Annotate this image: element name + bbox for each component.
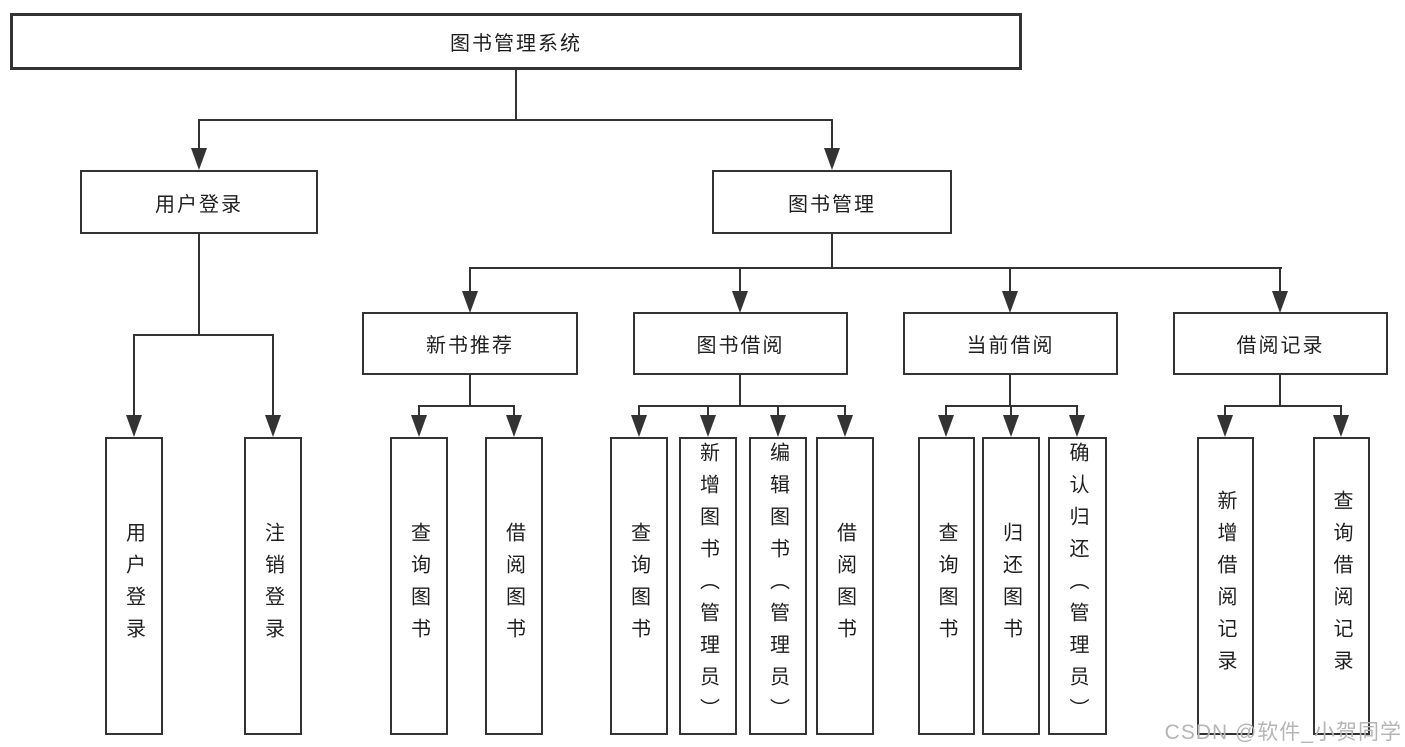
connector-line — [272, 334, 274, 416]
csdn-watermark: CSDN @软件_小贺同学 — [1164, 721, 1402, 744]
arrow-down-icon — [837, 415, 853, 437]
leaf-return-books: 归还图书 — [982, 437, 1040, 735]
leaf-borrow-books: 借阅图书 — [816, 437, 874, 735]
arrow-down-icon — [631, 415, 647, 437]
arrow-down-icon — [1217, 415, 1233, 437]
leaf-user-login: 用户登录 — [105, 437, 163, 735]
node-user-login-branch: 用户登录 — [80, 170, 318, 234]
connector-line — [1340, 405, 1342, 417]
arrow-down-icon — [1272, 291, 1288, 313]
connector-line — [1010, 405, 1012, 417]
connector-line — [1224, 405, 1226, 417]
arrow-down-icon — [1002, 291, 1018, 313]
arrow-down-icon — [824, 148, 840, 170]
leaf-add-borrow-record: 新增借阅记录 — [1197, 437, 1254, 735]
leaf-add-books-admin: 新增图书（管理员） — [679, 437, 737, 735]
connector-line — [133, 334, 135, 416]
connector-line — [844, 405, 846, 417]
arrow-down-icon — [411, 415, 427, 437]
connector-line — [198, 234, 200, 335]
connector-line — [418, 405, 515, 407]
connector-line — [198, 119, 200, 153]
connector-line — [945, 405, 947, 417]
node-book-management-branch: 图书管理 — [712, 170, 952, 234]
arrow-down-icon — [1069, 415, 1085, 437]
arrow-down-icon — [506, 415, 522, 437]
arrow-down-icon — [770, 415, 786, 437]
arrow-down-icon — [191, 148, 207, 170]
connector-line — [1279, 267, 1281, 293]
arrow-down-icon — [1003, 415, 1019, 437]
arrow-down-icon — [732, 291, 748, 313]
connector-line — [707, 405, 709, 417]
connector-line — [469, 375, 471, 406]
connector-line — [513, 405, 515, 417]
node-root-library-system: 图书管理系统 — [10, 13, 1022, 70]
connector-line — [469, 267, 1282, 269]
connector-line — [638, 405, 640, 417]
node-current-borrowing: 当前借阅 — [903, 312, 1118, 375]
node-book-borrowing: 图书借阅 — [633, 312, 848, 375]
connector-line — [418, 405, 420, 417]
connector-line — [1009, 375, 1011, 406]
connector-line — [831, 234, 833, 268]
connector-line — [199, 119, 833, 121]
leaf-query-books-recommend: 查询图书 — [390, 437, 448, 735]
connector-line — [831, 119, 833, 153]
connector-line — [133, 334, 274, 336]
arrow-down-icon — [126, 415, 142, 437]
arrow-down-icon — [265, 415, 281, 437]
leaf-query-books-current: 查询图书 — [918, 437, 975, 735]
arrow-down-icon — [938, 415, 954, 437]
connector-line — [515, 69, 517, 120]
node-new-book-recommendation: 新书推荐 — [362, 312, 578, 375]
leaf-edit-books-admin: 编辑图书（管理员） — [749, 437, 807, 735]
leaf-logout: 注销登录 — [244, 437, 302, 735]
leaf-confirm-return-admin: 确认归还（管理员） — [1048, 437, 1107, 735]
connector-line — [1009, 267, 1011, 293]
connector-line — [739, 267, 741, 293]
arrow-down-icon — [1333, 415, 1349, 437]
connector-line — [469, 267, 471, 293]
connector-line — [638, 405, 846, 407]
leaf-query-books-borrowing: 查询图书 — [610, 437, 668, 735]
connector-line — [777, 405, 779, 417]
node-borrowing-records: 借阅记录 — [1173, 312, 1388, 375]
arrow-down-icon — [700, 415, 716, 437]
connector-line — [739, 375, 741, 406]
leaf-borrow-books-recommend: 借阅图书 — [485, 437, 543, 735]
connector-line — [1279, 375, 1281, 406]
leaf-query-borrow-record: 查询借阅记录 — [1313, 437, 1370, 735]
arrow-down-icon — [462, 291, 478, 313]
connector-line — [1224, 405, 1342, 407]
connector-line — [1076, 405, 1078, 417]
